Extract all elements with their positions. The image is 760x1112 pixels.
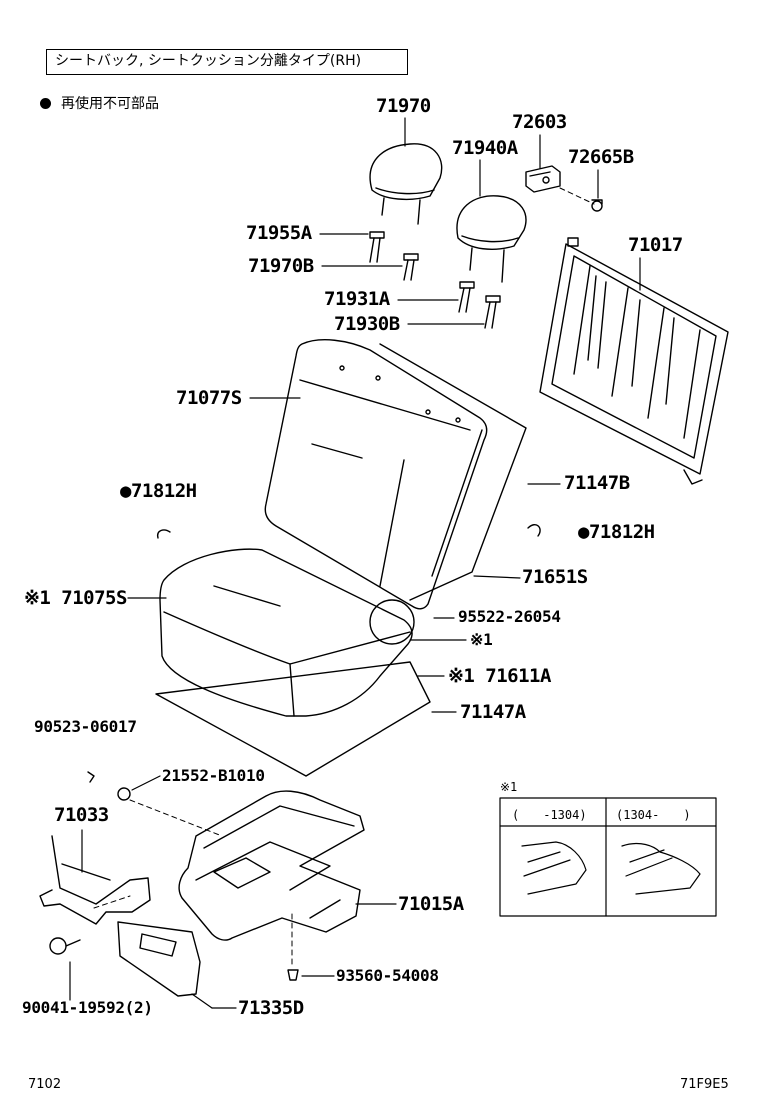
seat-back-frame[interactable]	[539, 237, 729, 485]
label-71651s[interactable]: 71651S	[522, 566, 588, 588]
label-71611a[interactable]: ※1 71611A	[448, 665, 551, 687]
label-72603[interactable]: 72603	[512, 111, 567, 133]
inset-box	[499, 797, 717, 917]
cover-71335d[interactable]	[117, 921, 201, 997]
diagram-title: シートバック, シートクッション分離タイプ(RH)	[46, 49, 408, 75]
assembly-dashes	[93, 187, 595, 967]
fasteners[interactable]	[49, 524, 541, 981]
seat-cushion-sheet[interactable]	[155, 661, 431, 777]
inset-col-left: ( -1304)	[512, 808, 587, 822]
label-71335d[interactable]: 71335D	[238, 997, 304, 1019]
label-71077s[interactable]: 71077S	[176, 387, 242, 409]
label-71017[interactable]: 71017	[628, 234, 683, 256]
bracket-72603[interactable]	[525, 165, 603, 212]
label-90523-06017[interactable]: 90523-06017	[34, 717, 137, 736]
seat-cushion-cover[interactable]	[159, 548, 415, 717]
headrest-guides[interactable]	[369, 231, 501, 329]
legend-text: 再使用不可部品	[61, 96, 159, 112]
label-71812h-right[interactable]: ●71812H	[578, 521, 655, 543]
label-71075s[interactable]: ※1 71075S	[24, 587, 127, 609]
footer-left-code: 7102	[28, 1077, 62, 1092]
inset-col-right: (1304- )	[616, 808, 691, 822]
label-93560-54008[interactable]: 93560-54008	[336, 966, 439, 985]
seat-back-cover[interactable]	[264, 339, 488, 610]
label-71970[interactable]: 71970	[376, 95, 431, 117]
seat-cushion-frame[interactable]	[178, 790, 365, 941]
label-71015a[interactable]: 71015A	[398, 893, 464, 915]
headrest-left[interactable]	[369, 143, 443, 225]
label-21552-b1010[interactable]: 21552-B1010	[162, 766, 265, 785]
hinge-71033[interactable]	[39, 835, 151, 925]
label-71147a[interactable]: 71147A	[460, 701, 526, 723]
inset-title: ※1	[500, 780, 518, 794]
label-90041-19592[interactable]: 90041-19592(2)	[22, 998, 153, 1017]
headrest-right[interactable]	[456, 195, 527, 283]
seat-back-pad[interactable]	[379, 343, 527, 601]
label-71955a[interactable]: 71955A	[246, 222, 312, 244]
label-71931a[interactable]: 71931A	[324, 288, 390, 310]
label-71033[interactable]: 71033	[54, 804, 109, 826]
label-71147b[interactable]: 71147B	[564, 472, 630, 494]
non-reusable-dot-icon	[40, 98, 51, 109]
label-71812h-left[interactable]: ●71812H	[120, 480, 197, 502]
leader-lines	[69, 117, 641, 1009]
label-note-ref: ※1	[470, 630, 493, 649]
label-71970b[interactable]: 71970B	[248, 255, 314, 277]
label-95522-26054[interactable]: 95522-26054	[458, 607, 561, 626]
label-71930b[interactable]: 71930B	[334, 313, 400, 335]
legend: 再使用不可部品	[40, 93, 159, 113]
label-71940a[interactable]: 71940A	[452, 137, 518, 159]
label-72665b[interactable]: 72665B	[568, 146, 634, 168]
footer-right-code: 71F9E5	[680, 1077, 729, 1092]
